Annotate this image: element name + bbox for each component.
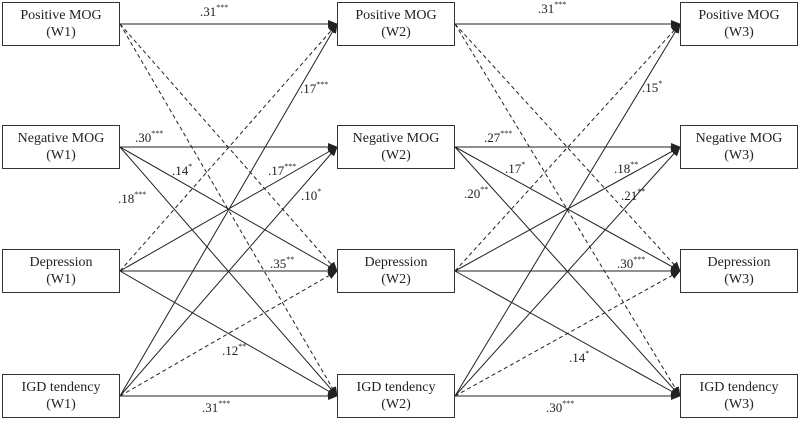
node-wave: (W1)	[46, 397, 76, 412]
coefficient-label: .18***	[118, 190, 146, 206]
coefficient-label: .15*	[642, 79, 662, 95]
significance-stars: ***	[500, 129, 512, 138]
node-negative-mog-w3: Negative MOG (W3)	[680, 125, 798, 169]
node-label: Depression	[29, 255, 93, 270]
node-depression-w1: Depression (W1)	[2, 249, 120, 293]
node-wave: (W2)	[381, 272, 411, 287]
coefficient-label: .31***	[200, 3, 228, 19]
node-label: Positive MOG	[355, 8, 437, 23]
coefficient-label: .35**	[270, 255, 294, 271]
path-arrow-dep1-igd2	[119, 270, 338, 397]
node-label: IGD tendency	[699, 380, 779, 395]
path-arrow-pos1-igd2	[119, 23, 338, 397]
node-label: Depression	[364, 255, 428, 270]
node-negative-mog-w1: Negative MOG (W1)	[2, 125, 120, 169]
node-label: Positive MOG	[698, 8, 780, 23]
significance-stars: ***	[562, 399, 574, 408]
node-label: Negative MOG	[352, 131, 440, 146]
node-wave: (W2)	[381, 397, 411, 412]
coefficient-label: .14*	[569, 349, 589, 365]
coefficient-label: .31***	[202, 399, 230, 415]
coefficient-label: .14*	[172, 162, 192, 178]
coefficient-label: .18**	[614, 160, 638, 176]
coefficient-label: .27***	[484, 129, 512, 145]
significance-stars: *	[585, 349, 589, 358]
significance-stars: **	[480, 185, 488, 194]
coefficient-label: .20**	[464, 185, 488, 201]
node-label: Negative MOG	[17, 131, 105, 146]
significance-stars: ***	[316, 80, 328, 89]
significance-stars: ***	[216, 3, 228, 12]
significance-stars: ***	[218, 399, 230, 408]
path-arrow-igd2-dep3	[454, 270, 681, 397]
node-wave: (W1)	[46, 25, 76, 40]
significance-stars: ***	[134, 190, 146, 199]
path-arrow-dep1-neg2	[119, 146, 338, 272]
significance-stars: ***	[151, 129, 163, 138]
node-wave: (W1)	[46, 148, 76, 163]
node-depression-w3: Depression (W3)	[680, 249, 798, 293]
node-igd-tendency-w1: IGD tendency (W1)	[2, 374, 120, 418]
significance-stars: *	[317, 187, 321, 196]
path-arrow-igd2-pos3	[454, 23, 681, 397]
significance-stars: *	[188, 162, 192, 171]
node-wave: (W2)	[381, 148, 411, 163]
path-arrow-dep1-pos2	[119, 23, 338, 272]
node-label: IGD tendency	[21, 380, 101, 395]
node-depression-w2: Depression (W2)	[337, 249, 455, 293]
path-arrow-dep2-neg3	[454, 146, 681, 272]
significance-stars: **	[238, 342, 246, 351]
path-arrow-igd1-neg2	[119, 146, 338, 397]
path-arrow-igd2-neg3	[454, 146, 681, 397]
node-positive-mog-w1: Positive MOG (W1)	[2, 2, 120, 46]
coefficient-label: .10*	[301, 187, 321, 203]
significance-stars: ***	[633, 255, 645, 264]
significance-stars: ***	[554, 0, 566, 9]
coefficient-label: .21**	[621, 187, 645, 203]
node-label: Depression	[707, 255, 771, 270]
node-wave: (W3)	[724, 148, 754, 163]
coefficient-label: .30***	[135, 129, 163, 145]
node-wave: (W3)	[724, 397, 754, 412]
node-label: Negative MOG	[695, 131, 783, 146]
coefficient-label: .30***	[617, 255, 645, 271]
node-igd-tendency-w2: IGD tendency (W2)	[337, 374, 455, 418]
coefficient-label: .17***	[268, 162, 296, 178]
significance-stars: ***	[284, 162, 296, 171]
node-positive-mog-w3: Positive MOG (W3)	[680, 2, 798, 46]
node-igd-tendency-w3: IGD tendency (W3)	[680, 374, 798, 418]
node-negative-mog-w2: Negative MOG (W2)	[337, 125, 455, 169]
node-wave: (W3)	[724, 272, 754, 287]
coefficient-label: .17*	[505, 160, 525, 176]
node-label: IGD tendency	[356, 380, 436, 395]
coefficient-label: .31***	[538, 0, 566, 16]
significance-stars: **	[286, 255, 294, 264]
coefficient-label: .30***	[546, 399, 574, 415]
node-wave: (W2)	[381, 25, 411, 40]
coefficient-label: .12**	[222, 342, 246, 358]
path-arrow-igd1-pos2	[119, 23, 338, 397]
significance-stars: **	[637, 187, 645, 196]
node-wave: (W3)	[724, 25, 754, 40]
significance-stars: **	[630, 160, 638, 169]
node-label: Positive MOG	[20, 8, 102, 23]
node-wave: (W1)	[46, 272, 76, 287]
significance-stars: *	[521, 160, 525, 169]
significance-stars: *	[658, 79, 662, 88]
coefficient-label: .17***	[300, 80, 328, 96]
node-positive-mog-w2: Positive MOG (W2)	[337, 2, 455, 46]
